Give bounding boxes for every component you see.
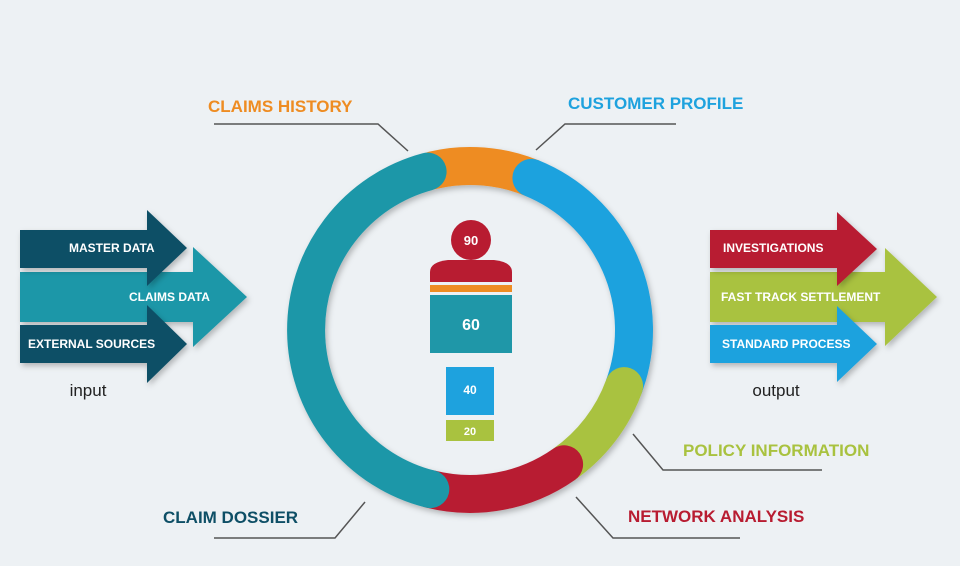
leader-line-customer-profile — [535, 123, 676, 151]
ring — [287, 147, 653, 513]
input-arrow-external-sources-shape — [20, 305, 187, 383]
figure-head — [451, 220, 491, 260]
input-arrow-claims-data-shape — [20, 247, 247, 347]
segment-label-claims-history: CLAIMS HISTORY — [208, 97, 353, 116]
figure-stripe — [430, 285, 512, 292]
output-arrow-standard-process-shape — [710, 306, 877, 382]
person-figure: 90 60 40 20 — [430, 220, 512, 441]
input-arrow-external-sources: EXTERNAL SOURCES — [20, 305, 187, 383]
leader-line-policy-information — [632, 433, 822, 471]
leader-line-claim-dossier — [214, 501, 366, 539]
figure-shoulders — [430, 260, 512, 282]
output-arrow-fast-track-settlement: FAST TRACK SETTLEMENT — [710, 248, 937, 346]
output-arrow-investigations-shape — [710, 212, 877, 286]
output-arrow-fast-track-settlement-shape — [710, 248, 937, 346]
output-arrow-fast-track-settlement-label: FAST TRACK SETTLEMENT — [721, 290, 881, 304]
input-arrows: CLAIMS DATA MASTER DATA EXTERNAL SOURCES… — [20, 210, 247, 400]
figure-torso-value: 60 — [462, 317, 480, 334]
figure-torso — [430, 295, 512, 353]
output-arrow-standard-process-label: STANDARD PROCESS — [722, 337, 850, 351]
figure-feet — [446, 420, 494, 441]
output-arrow-investigations: INVESTIGATIONS — [710, 212, 877, 286]
figure-legs-value: 40 — [463, 383, 477, 397]
output-arrow-standard-process: STANDARD PROCESS — [710, 306, 877, 382]
ring-segment-claim-dossier — [287, 152, 450, 509]
figure-head-value: 90 — [464, 233, 478, 248]
output-caption: output — [752, 381, 800, 400]
input-arrow-claims-data-label: CLAIMS DATA — [129, 290, 210, 304]
leader-lines — [214, 123, 822, 539]
ring-segment-network-analysis — [411, 445, 584, 513]
input-arrow-master-data-shape — [20, 210, 187, 286]
input-arrow-master-data: MASTER DATA — [20, 210, 187, 286]
segment-label-network-analysis: NETWORK ANALYSIS — [628, 507, 804, 526]
segment-label-policy-information: POLICY INFORMATION — [683, 441, 869, 460]
input-arrow-master-data-label: MASTER DATA — [69, 241, 155, 255]
leader-line-claims-history — [214, 123, 409, 152]
input-caption: input — [70, 381, 107, 400]
segment-label-claim-dossier: CLAIM DOSSIER — [163, 508, 298, 527]
figure-legs — [446, 367, 494, 415]
input-arrow-external-sources-label: EXTERNAL SOURCES — [28, 337, 155, 351]
segment-label-customer-profile: CUSTOMER PROFILE — [568, 94, 743, 113]
output-arrow-investigations-label: INVESTIGATIONS — [723, 241, 823, 255]
ring-segment-customer-profile — [512, 158, 653, 406]
input-arrow-claims-data: CLAIMS DATA — [20, 247, 247, 347]
figure-feet-value: 20 — [464, 426, 476, 438]
leader-line-network-analysis — [575, 496, 740, 539]
output-arrows: FAST TRACK SETTLEMENT INVESTIGATIONS STA… — [710, 212, 937, 400]
